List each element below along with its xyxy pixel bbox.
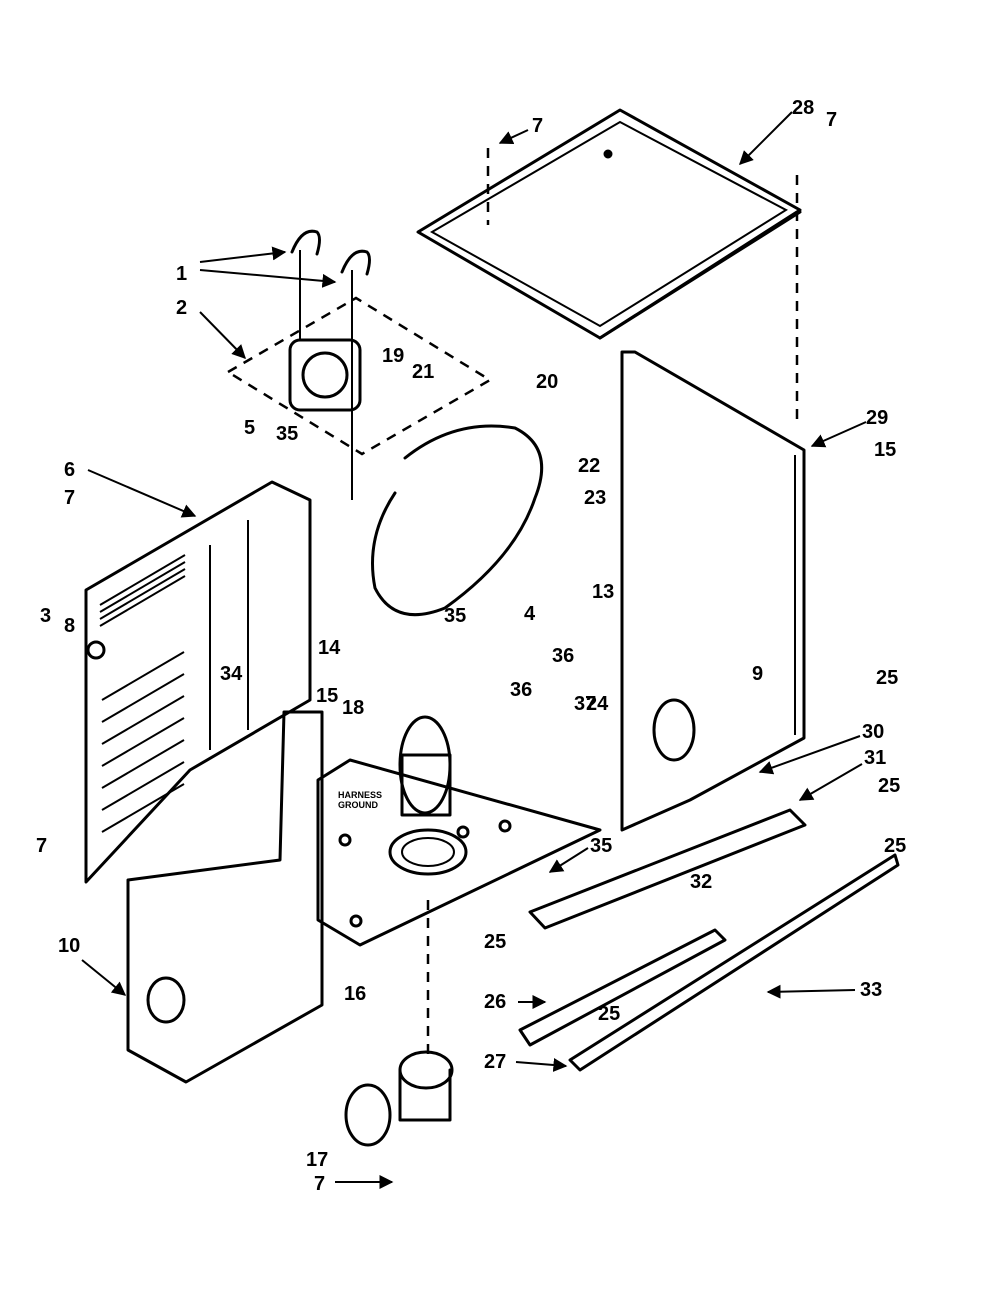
- callout-6: 6: [64, 459, 75, 481]
- drive-belt: [371, 424, 544, 617]
- callout-25-left: 25: [484, 931, 506, 953]
- callout-3: 3: [40, 605, 51, 627]
- callout-18: 18: [342, 697, 364, 719]
- callout-36-right: 36: [552, 645, 574, 667]
- callout-29: 29: [866, 407, 888, 429]
- callout-7-bottom: 7: [314, 1173, 325, 1195]
- callout-13: 13: [592, 581, 614, 603]
- callout-28: 28: [792, 97, 814, 119]
- callout-37: 37: [574, 693, 596, 715]
- assembly-lines: [486, 148, 799, 420]
- board-text-ground: GROUND: [338, 800, 378, 810]
- callout-4: 4: [524, 603, 536, 625]
- callout-7-lower-left: 7: [36, 835, 47, 857]
- callout-34: 34: [220, 663, 243, 685]
- callout-17: 17: [306, 1149, 328, 1171]
- callout-25-lower: 25: [884, 835, 906, 857]
- callout-5: 5: [244, 417, 255, 439]
- callout-14: 14: [318, 637, 341, 659]
- motor-assembly: [225, 229, 493, 500]
- top-panel: [416, 108, 802, 340]
- callout-2: 2: [176, 297, 187, 319]
- callout-19: 19: [382, 345, 404, 367]
- callout-25-bottom: 25: [598, 1003, 620, 1025]
- duct-parts: [344, 715, 454, 1147]
- callout-31: 31: [864, 747, 886, 769]
- callout-8: 8: [64, 615, 75, 637]
- callout-25-right: 25: [876, 667, 898, 689]
- callout-20: 20: [536, 371, 558, 393]
- callout-15-left: 15: [316, 685, 338, 707]
- callout-35-mid: 35: [444, 605, 466, 627]
- callout-36-left: 36: [510, 679, 532, 701]
- callout-24: 24: [586, 693, 609, 715]
- callout-35-lower: 35: [590, 835, 612, 857]
- callout-23: 23: [584, 487, 606, 509]
- callout-16: 16: [344, 983, 366, 1005]
- callout-15-right: 15: [874, 439, 896, 461]
- callout-7-left: 7: [64, 487, 75, 509]
- callout-30: 30: [862, 721, 884, 743]
- callout-10: 10: [58, 935, 80, 957]
- callout-21: 21: [412, 361, 434, 383]
- callout-35-top: 35: [276, 423, 298, 445]
- base-tray: HARNESS GROUND: [316, 758, 602, 947]
- callouts: 1 2 3 4 5 6 7 7 7 7 7 8 9 10 13 14 15 15…: [36, 97, 906, 1195]
- callout-27: 27: [484, 1051, 506, 1073]
- front-panel: [126, 710, 324, 1084]
- rear-panel: [84, 480, 312, 884]
- callout-22: 22: [578, 455, 600, 477]
- callout-7-top-right: 7: [826, 109, 837, 131]
- callout-9: 9: [752, 663, 763, 685]
- callout-33: 33: [860, 979, 882, 1001]
- callout-32: 32: [690, 871, 712, 893]
- callout-7-top: 7: [532, 115, 543, 137]
- board-text-harness: HARNESS: [338, 790, 382, 800]
- callout-1: 1: [176, 263, 187, 285]
- callout-26: 26: [484, 991, 506, 1013]
- front-rails: [518, 808, 900, 1072]
- right-side-panel: [620, 350, 806, 832]
- callout-25-mid: 25: [878, 775, 900, 797]
